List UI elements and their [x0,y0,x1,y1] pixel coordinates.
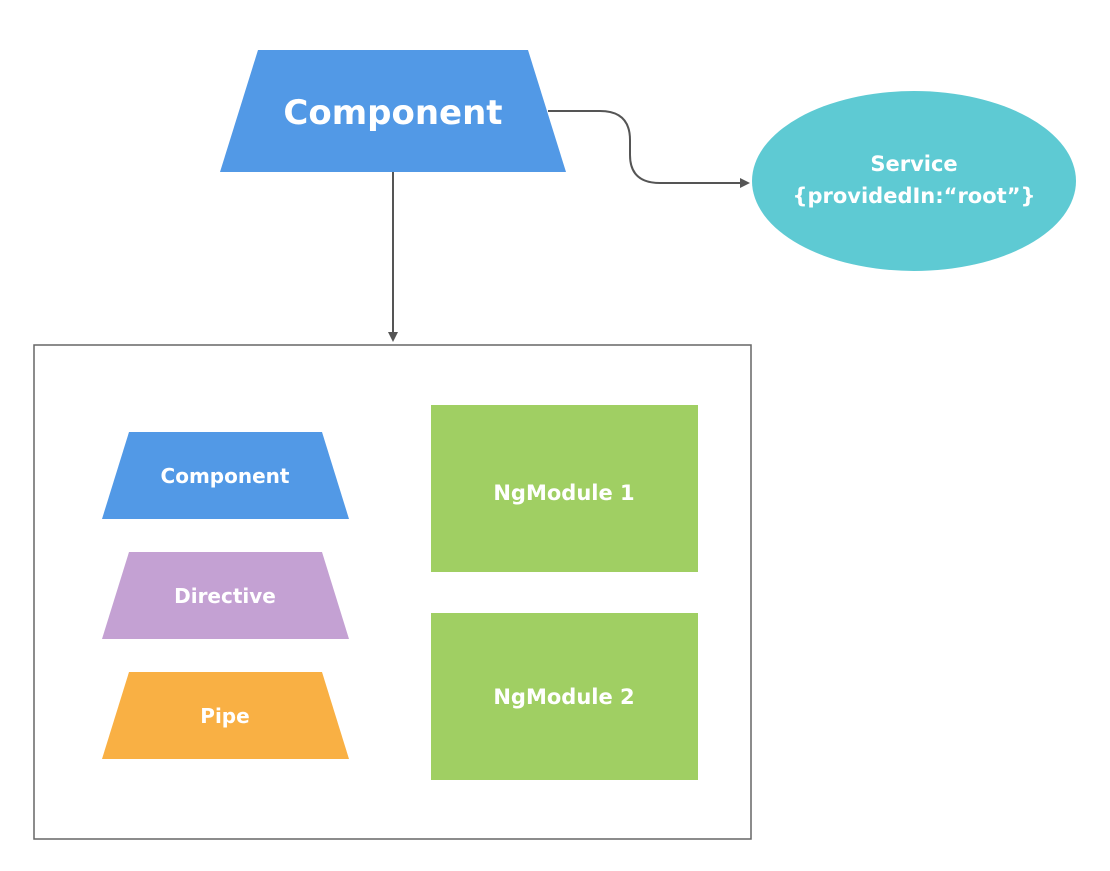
service-label-line1: Service [870,152,957,176]
main-component-node: Component [220,50,566,172]
main-component-shape [220,50,566,172]
ngmodule-1-shape [431,405,698,572]
ngmodule-1-node: NgModule 1 [431,405,698,572]
service-node: Service {providedIn:“root”} [752,91,1076,271]
main-component-label: Component [283,93,502,133]
pipe-shape [102,672,349,759]
service-label-line2: {providedIn:“root”} [793,184,1036,208]
ngmodule-2-node: NgModule 2 [431,613,698,780]
pipe-label: Pipe [200,704,249,728]
inner-component-label: Component [161,464,290,488]
component-to-service-connector [548,110,750,188]
directive-node: Directive [102,552,349,639]
service-shape [752,91,1076,271]
ngmodule-2-shape [431,613,698,780]
inner-component-node: Component [102,432,349,519]
pipe-node: Pipe [102,672,349,759]
ngmodule-2-label: NgModule 2 [493,685,634,709]
directive-shape [102,552,349,639]
directive-label: Directive [174,584,276,608]
inner-component-shape [102,432,349,519]
ngmodule-1-label: NgModule 1 [493,481,634,505]
